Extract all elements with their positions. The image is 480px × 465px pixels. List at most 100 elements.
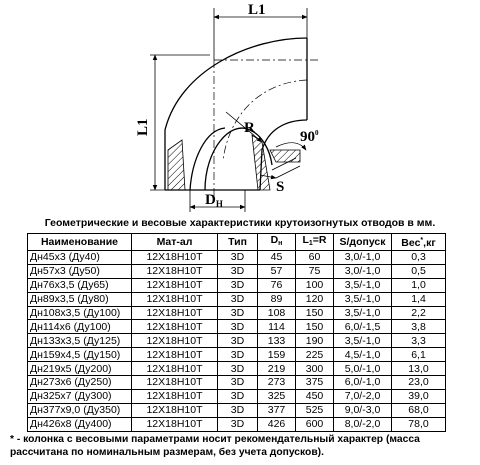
header-type: Тип [217,233,258,251]
cell-material: 12Х18Н10Т [131,305,218,321]
header-length: L1=R [295,233,334,251]
cell-material: 12Х18Н10Т [131,291,218,307]
cell-weight: 0,3 [391,250,446,265]
wall-thickness-dimension: S [259,157,301,195]
table-header-row: Наименование Мат-ал Тип Dн L1=R S/допуск… [27,233,446,251]
cell-type: 3D [217,375,258,390]
cell-wall: 7,0/-2,0 [333,388,392,404]
cell-wall: 9,0/-3,0 [333,402,392,418]
elbow-spec-table: Наименование Мат-ал Тип Dн L1=R S/допуск… [27,233,446,432]
cell-l1: 60 [295,250,334,265]
cell-dn: 219 [257,361,296,377]
cell-name: Дн159x4,5 (Ду150) [27,347,132,363]
cell-weight: 3,3 [391,333,446,349]
header-wall: S/допуск [333,233,392,251]
cell-wall: 3,5/-1,0 [333,305,392,321]
cell-dn: 133 [257,333,296,349]
wall-thickness-label: S [276,179,284,195]
cell-wall: 3,5/-1,0 [333,277,392,293]
cell-wall: 3,0/-1,0 [333,250,392,265]
cell-weight: 0,5 [391,263,446,279]
header-name: Наименование [27,233,132,251]
cell-material: 12Х18Н10Т [131,250,218,265]
cell-l1: 300 [295,361,334,377]
cell-name: Дн273x6 (Ду250) [27,375,132,390]
cell-l1: 120 [295,291,334,307]
cell-material: 12Х18Н10Т [131,347,218,363]
cell-weight: 13,0 [391,361,446,377]
cell-material: 12Х18Н10Т [131,361,218,377]
cell-weight: 39,0 [391,388,446,404]
cell-l1: 75 [295,263,334,279]
cell-material: 12Х18Н10Т [131,277,218,293]
cell-type: 3D [217,291,258,307]
cell-type: 3D [217,388,258,404]
cell-type: 3D [217,416,258,432]
cell-name: Дн426x8 (Ду400) [27,416,132,432]
radius-label: R [244,120,255,136]
cell-wall: 8,0/-2,0 [333,416,392,432]
cell-weight: 2,2 [391,305,446,321]
header-material: Мат-ал [131,233,218,251]
cell-wall: 3,0/-1,0 [333,263,392,279]
cell-type: 3D [217,305,258,321]
cell-l1: 600 [295,416,334,432]
cell-l1: 150 [295,319,334,335]
table-caption: Геометрические и весовые характеристики … [44,217,436,229]
cell-name: Дн45x3 (Ду40) [27,250,132,265]
elbow-body [164,37,308,191]
cell-dn: 108 [257,305,296,321]
cell-dn: 426 [257,416,296,432]
cell-wall: 3,5/-1,0 [333,333,392,349]
weight-footnote: * - колонка с весовыми параметрами носит… [10,434,420,458]
cell-type: 3D [217,402,258,418]
cell-type: 3D [217,333,258,349]
cell-type: 3D [217,277,258,293]
cell-dn: 325 [257,388,296,404]
cell-weight: 6,1 [391,347,446,363]
angle-label: 900 [300,129,319,145]
header-diameter: Dн [257,233,296,251]
l1-top-dimension: L1 [213,2,308,60]
cell-material: 12Х18Н10Т [131,402,218,418]
cell-material: 12Х18Н10Т [131,319,218,335]
cell-name: Дн377x9,0 (Ду350) [27,402,132,418]
cell-dn: 377 [257,402,296,418]
diameter-label: DН [205,192,223,209]
cell-name: Дн108x3,5 (Ду100) [27,305,132,321]
cell-material: 12Х18Н10Т [131,263,218,279]
cell-material: 12Х18Н10Т [131,375,218,390]
cell-l1: 375 [295,375,334,390]
cell-weight: 78,0 [391,416,446,432]
cell-material: 12Х18Н10Т [131,388,218,404]
cell-name: Дн325x7 (Ду300) [27,388,132,404]
cell-name: Дн114x6 (Ду100) [27,319,132,335]
cell-dn: 114 [257,319,296,335]
cell-material: 12Х18Н10Т [131,333,218,349]
cell-weight: 23,0 [391,375,446,390]
center-lines [213,59,320,200]
cell-l1: 450 [295,388,334,404]
diameter-dimension: DН [189,190,246,212]
cell-l1: 100 [295,277,334,293]
l1-left-label: L1 [135,118,151,136]
cell-type: 3D [217,250,258,265]
cell-wall: 5,0/-1,0 [333,361,392,377]
header-weight: Вес*,кг [391,233,446,251]
cell-weight: 1,0 [391,277,446,293]
cell-weight: 3,8 [391,319,446,335]
cell-wall: 6,0/-1,0 [333,375,392,390]
cell-material: 12Х18Н10Т [131,416,218,432]
cell-wall: 4,5/-1,0 [333,347,392,363]
cell-name: Дн89x3,5 (Ду80) [27,291,132,307]
